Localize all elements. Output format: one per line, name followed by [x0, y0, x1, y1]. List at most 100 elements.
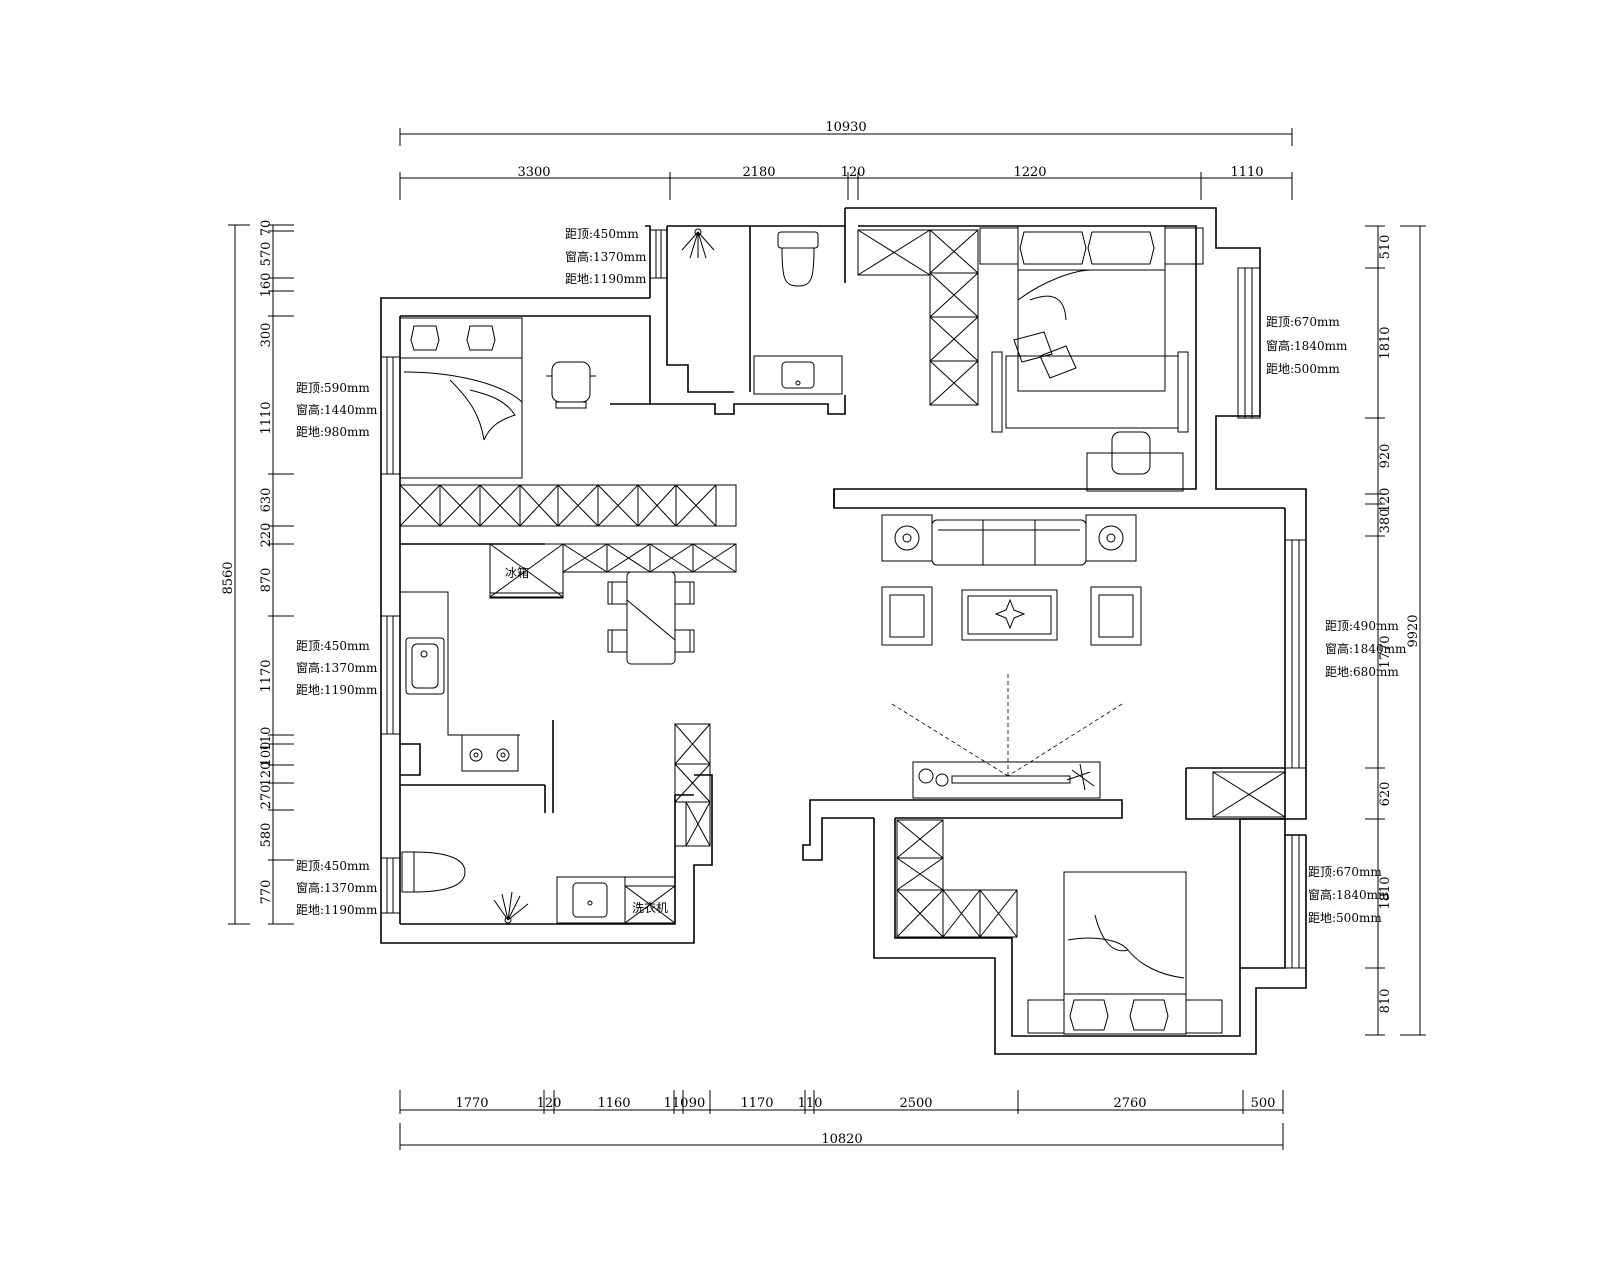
tv-cabinet [912, 761, 1101, 799]
dim-left-12: 120 [259, 762, 274, 787]
desk-chair-northwest [546, 361, 596, 409]
dim-right-6: 1770 [1378, 635, 1393, 668]
dimension-top: 10930 3300 2180 120 1220 1110 [399, 120, 1293, 200]
dim-top-5: 1110 [1230, 165, 1263, 180]
dim-bottom-9: 2760 [1113, 1096, 1146, 1111]
armchair-left [881, 586, 933, 646]
dim-right-8: 1810 [1378, 876, 1393, 909]
window-note-5-line1: 距顶:670mm [1266, 315, 1340, 329]
dim-right-3: 920 [1378, 444, 1393, 469]
dim-right-5: 380 [1378, 509, 1393, 534]
kitchen-cabinet-upper [562, 543, 737, 573]
dim-left-6: 630 [259, 488, 274, 513]
kitchen-counter [400, 591, 520, 772]
tall-cabinet-kitchen [674, 723, 711, 847]
wardrobe-northeast-top [857, 229, 931, 276]
dim-bottom-total: 10820 [821, 1132, 862, 1147]
wardrobe-west [399, 484, 737, 527]
window-note-1: 距顶:450mm 窗高:1370mm 距地:1190mm [565, 227, 647, 286]
dim-left-9: 1170 [259, 659, 274, 692]
dim-bottom-8: 2500 [899, 1096, 932, 1111]
window-note-3-line3: 距地:1190mm [296, 683, 378, 697]
dim-top-2: 2180 [742, 165, 775, 180]
dim-left-8: 870 [259, 568, 274, 593]
armchair-right [1090, 586, 1142, 646]
window-note-7-line1: 距顶:670mm [1308, 865, 1382, 879]
window-note-6-line1: 距顶:490mm [1325, 619, 1399, 633]
window-note-7-line2: 窗高:1840mm [1308, 887, 1390, 902]
storage-cabinet-east [1212, 771, 1286, 818]
window-note-5: 距顶:670mm 窗高:1840mm 距地:500mm [1266, 315, 1348, 376]
shower-head-southwest [493, 891, 529, 924]
window-note-4: 距顶:450mm 窗高:1370mm 距地:1190mm [296, 859, 378, 917]
dim-left-2: 570 [259, 242, 274, 267]
dim-bottom-5: 90 [689, 1096, 706, 1111]
dim-bottom-1: 1770 [455, 1096, 488, 1111]
coffee-table [961, 589, 1058, 641]
tv-view-lines [891, 674, 1123, 777]
window-note-1-line3: 距地:1190mm [565, 272, 647, 286]
window-note-6-line3: 距地:680mm [1325, 665, 1399, 679]
dim-right-1: 510 [1378, 235, 1393, 260]
dim-left-11: 100 [259, 742, 274, 767]
wardrobe-northeast-column [929, 229, 979, 406]
dim-bottom-2: 120 [537, 1096, 562, 1111]
dim-right-7: 620 [1378, 782, 1393, 807]
window-note-3-line1: 距顶:450mm [296, 639, 370, 653]
shower-head-north [681, 228, 715, 259]
dim-bottom-4: 110 [664, 1096, 689, 1111]
window-note-1-line2: 窗高:1370mm [565, 249, 647, 264]
fridge-label: 冰箱 [505, 565, 529, 580]
dim-left-14: 580 [259, 823, 274, 848]
wardrobe-southeast [896, 819, 1018, 938]
toilet-southwest [401, 851, 466, 893]
dim-left-total: 8560 [221, 561, 236, 594]
washer-unit: 洗衣机 [624, 876, 676, 924]
window-note-1-line1: 距顶:450mm [565, 227, 639, 241]
dim-left-5: 1110 [259, 401, 274, 434]
window-note-4-line1: 距顶:450mm [296, 859, 370, 873]
dimension-left: 8560 70 570 160 300 1110 630 220 870 117… [221, 220, 294, 925]
toilet-north [777, 231, 819, 287]
washbasin-southwest [556, 876, 626, 924]
window-note-2-line1: 距顶:590mm [296, 381, 370, 395]
dim-left-3: 160 [259, 273, 274, 298]
dim-bottom-10: 500 [1251, 1096, 1276, 1111]
dim-bottom-7: 110 [798, 1096, 823, 1111]
dim-left-15: 770 [259, 880, 274, 905]
window-note-2: 距顶:590mm 窗高:1440mm 距地:980mm [296, 381, 378, 439]
window-note-4-line2: 窗高:1370mm [296, 880, 378, 895]
dim-left-13: 270 [259, 785, 274, 810]
dim-top-3: 120 [841, 165, 866, 180]
window-note-6: 距顶:490mm 窗高:1840mm 距地:680mm [1325, 619, 1407, 679]
bed-southeast [1027, 871, 1223, 1035]
dim-left-1: 70 [259, 220, 274, 237]
window-note-2-line2: 窗高:1440mm [296, 402, 378, 417]
window-note-6-line2: 窗高:1840mm [1325, 641, 1407, 656]
washbasin-north [753, 355, 843, 395]
washer-label: 洗衣机 [632, 900, 668, 915]
bed-northwest [399, 317, 523, 479]
window-note-7-line3: 距地:500mm [1308, 911, 1382, 925]
window-note-3-line2: 窗高:1370mm [296, 660, 378, 675]
window-note-5-line3: 距地:500mm [1266, 362, 1340, 376]
dining-table [626, 571, 676, 665]
window-note-2-line3: 距地:980mm [296, 425, 370, 439]
walls [380, 207, 1307, 1055]
dim-top-total: 10930 [825, 120, 866, 135]
dining-chairs [607, 581, 695, 653]
dim-bottom-6: 1170 [740, 1096, 773, 1111]
dimension-bottom: 1770 120 1160 110 90 1170 110 2500 2760 … [399, 1090, 1284, 1150]
desk-northeast [1086, 431, 1184, 492]
window-note-7: 距顶:670mm 窗高:1840mm 距地:500mm [1308, 865, 1390, 925]
window-note-3: 距顶:450mm 窗高:1370mm 距地:1190mm [296, 639, 378, 697]
sofa [881, 514, 1137, 566]
dim-right-4: 120 [1378, 488, 1393, 513]
bed-northeast [979, 225, 1204, 433]
dim-top-1: 3300 [517, 165, 550, 180]
fridge-unit: 冰箱 [489, 543, 564, 599]
dim-top-4: 1220 [1013, 165, 1046, 180]
dim-left-7: 220 [259, 523, 274, 548]
dim-right-2: 1810 [1378, 326, 1393, 359]
